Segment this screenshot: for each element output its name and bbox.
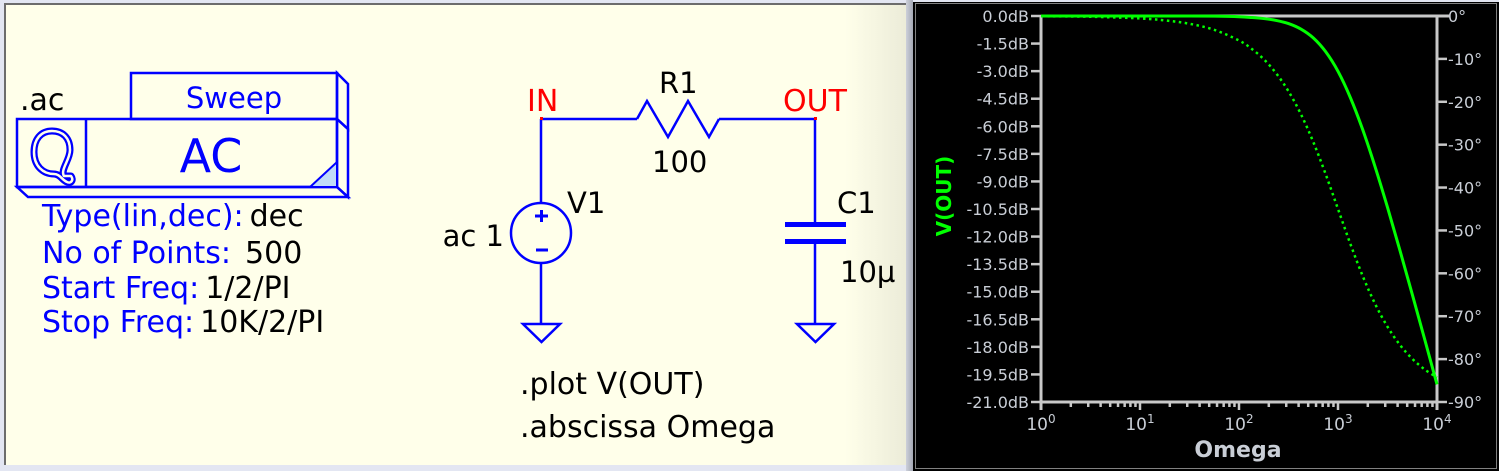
y-tick-label: -21.0dB [966, 393, 1029, 412]
x-tick-label: 104 [1422, 412, 1451, 435]
y2-tick-label: -50° [1448, 221, 1482, 240]
abscissa-directive[interactable]: .abscissa Omega [520, 410, 775, 445]
param-label: Start Freq: [42, 271, 199, 306]
q-icon [30, 127, 76, 186]
x-tick-exponent: 1 [1147, 412, 1155, 426]
y-tick-label: -19.5dB [966, 365, 1029, 384]
voltage-source-icon [509, 201, 573, 265]
y-tick-label: -12.0dB [966, 228, 1029, 247]
y-tick-label: 0.0dB [982, 7, 1029, 26]
ac-analysis-directive[interactable]: .ac Sweep AC Type(lin,dec):dec No of Poi… [13, 69, 352, 340]
param-line-start-freq: Start Freq:1/2/PI [42, 271, 291, 306]
y-tick-label: -9.0dB [977, 172, 1029, 191]
sweep-label: Sweep [186, 81, 282, 115]
plot-marks: 0.0dB -1.5dB -3.0dB -4.5dB -6.0dB -7.5dB -9.0d… [966, 7, 1482, 435]
y-tick-label: -13.5dB [966, 255, 1029, 274]
x-tick-base: 10 [1323, 415, 1345, 435]
param-line-type: Type(lin,dec):dec [41, 199, 304, 234]
node-dot [814, 117, 817, 120]
capacitor-c1[interactable]: C1 10µ [785, 186, 895, 289]
plus-sign-icon [535, 210, 548, 222]
y2-tick-label: -30° [1448, 136, 1482, 155]
plot-area[interactable] [1041, 16, 1437, 402]
voltage-source-v1[interactable]: V1 ac 1 [443, 186, 606, 265]
y-tick-label: -7.5dB [977, 145, 1029, 164]
x-tick-exponent: 3 [1345, 412, 1353, 426]
param-label: No of Points: [42, 236, 231, 271]
ac-title: AC [180, 129, 243, 183]
schematic-pane[interactable] [4, 3, 908, 465]
param-value[interactable]: 500 [245, 236, 302, 271]
ground-icon[interactable] [793, 322, 838, 344]
waveform-pane[interactable] [913, 2, 1499, 471]
y-tick-label: -16.5dB [966, 310, 1029, 329]
pane-splitter[interactable] [906, 0, 913, 471]
param-value[interactable]: dec [250, 199, 304, 234]
capacitor-plate-icon [785, 239, 846, 244]
resistor-ref: R1 [659, 66, 698, 100]
resistor-r1[interactable]: R1 100 [635, 66, 721, 179]
y-tick-label: -18.0dB [966, 338, 1029, 357]
schematic-canvas[interactable]: .ac Sweep AC Type(lin,dec):dec No of Poi… [0, 0, 906, 471]
ground-icon[interactable] [519, 322, 564, 344]
ac-box-right-bevel [335, 116, 350, 200]
waveform-plot[interactable]: 0.0dB -1.5dB -3.0dB -4.5dB -6.0dB -7.5dB -9.0d… [913, 0, 1499, 471]
capacitor-ref: C1 [837, 186, 876, 220]
net-label-in[interactable]: IN [527, 84, 558, 119]
y2-tick-label: -80° [1448, 350, 1482, 369]
x-tick-base: 10 [1224, 415, 1246, 435]
y2-tick-label: -40° [1448, 179, 1482, 198]
net-label-out[interactable]: OUT [783, 84, 848, 119]
param-label: Type(lin,dec): [41, 199, 244, 234]
node-dot [540, 117, 543, 120]
x-tick-label: 101 [1125, 412, 1154, 435]
param-line-stop-freq: Stop Freq:10K/2/PI [42, 305, 324, 340]
y2-tick-label: -60° [1448, 264, 1482, 283]
x-tick-base: 10 [1026, 415, 1048, 435]
x-tick-base: 10 [1422, 415, 1444, 435]
y2-tick-label: -20° [1448, 93, 1482, 112]
x-tick-exponent: 0 [1048, 412, 1056, 426]
y-tick-label: -10.5dB [966, 200, 1029, 219]
y-tick-label: -6.0dB [977, 117, 1029, 136]
x-tick-exponent: 2 [1246, 412, 1254, 426]
x-tick-label: 100 [1026, 412, 1055, 435]
plot-directive[interactable]: .plot V(OUT) [520, 367, 704, 402]
source-value[interactable]: ac 1 [443, 219, 504, 253]
y2-tick-label: 0° [1448, 7, 1466, 26]
x-axis-title[interactable]: Omega [1194, 438, 1281, 463]
y2-tick-label: -10° [1448, 50, 1482, 69]
capacitor-plate-icon [785, 222, 846, 227]
source-ref: V1 [567, 186, 605, 220]
y-tick-label: -3.0dB [977, 62, 1029, 81]
magnitude-trace[interactable] [1041, 14, 1439, 385]
y-tick-label: -1.5dB [977, 35, 1029, 54]
x-tick-exponent: 4 [1444, 412, 1452, 426]
phase-trace[interactable] [1040, 15, 1438, 379]
x-tick-label: 102 [1224, 412, 1253, 435]
resistor-icon [635, 98, 721, 140]
y-tick-label: -4.5dB [977, 90, 1029, 109]
resistor-value[interactable]: 100 [652, 145, 707, 179]
y2-tick-label: -90° [1448, 393, 1482, 412]
corner-triangle-icon [307, 159, 338, 188]
ac-directive-prefix: .ac [20, 83, 64, 118]
capacitor-value[interactable]: 10µ [840, 255, 895, 289]
x-tick-base: 10 [1125, 415, 1147, 435]
param-value[interactable]: 1/2/PI [205, 271, 290, 306]
pane-focus-border [915, 3, 1497, 469]
y-tick-label: -15.0dB [966, 283, 1029, 302]
ac-box-bottom-bevel [13, 185, 352, 199]
param-label: Stop Freq: [42, 305, 194, 340]
x-tick-label: 103 [1323, 412, 1352, 435]
param-line-points: No of Points: 500 [42, 236, 302, 271]
param-value[interactable]: 10K/2/PI [200, 305, 324, 340]
y2-tick-label: -70° [1448, 307, 1482, 326]
y-axis-title-trace-label[interactable]: V(OUT) [932, 156, 956, 237]
